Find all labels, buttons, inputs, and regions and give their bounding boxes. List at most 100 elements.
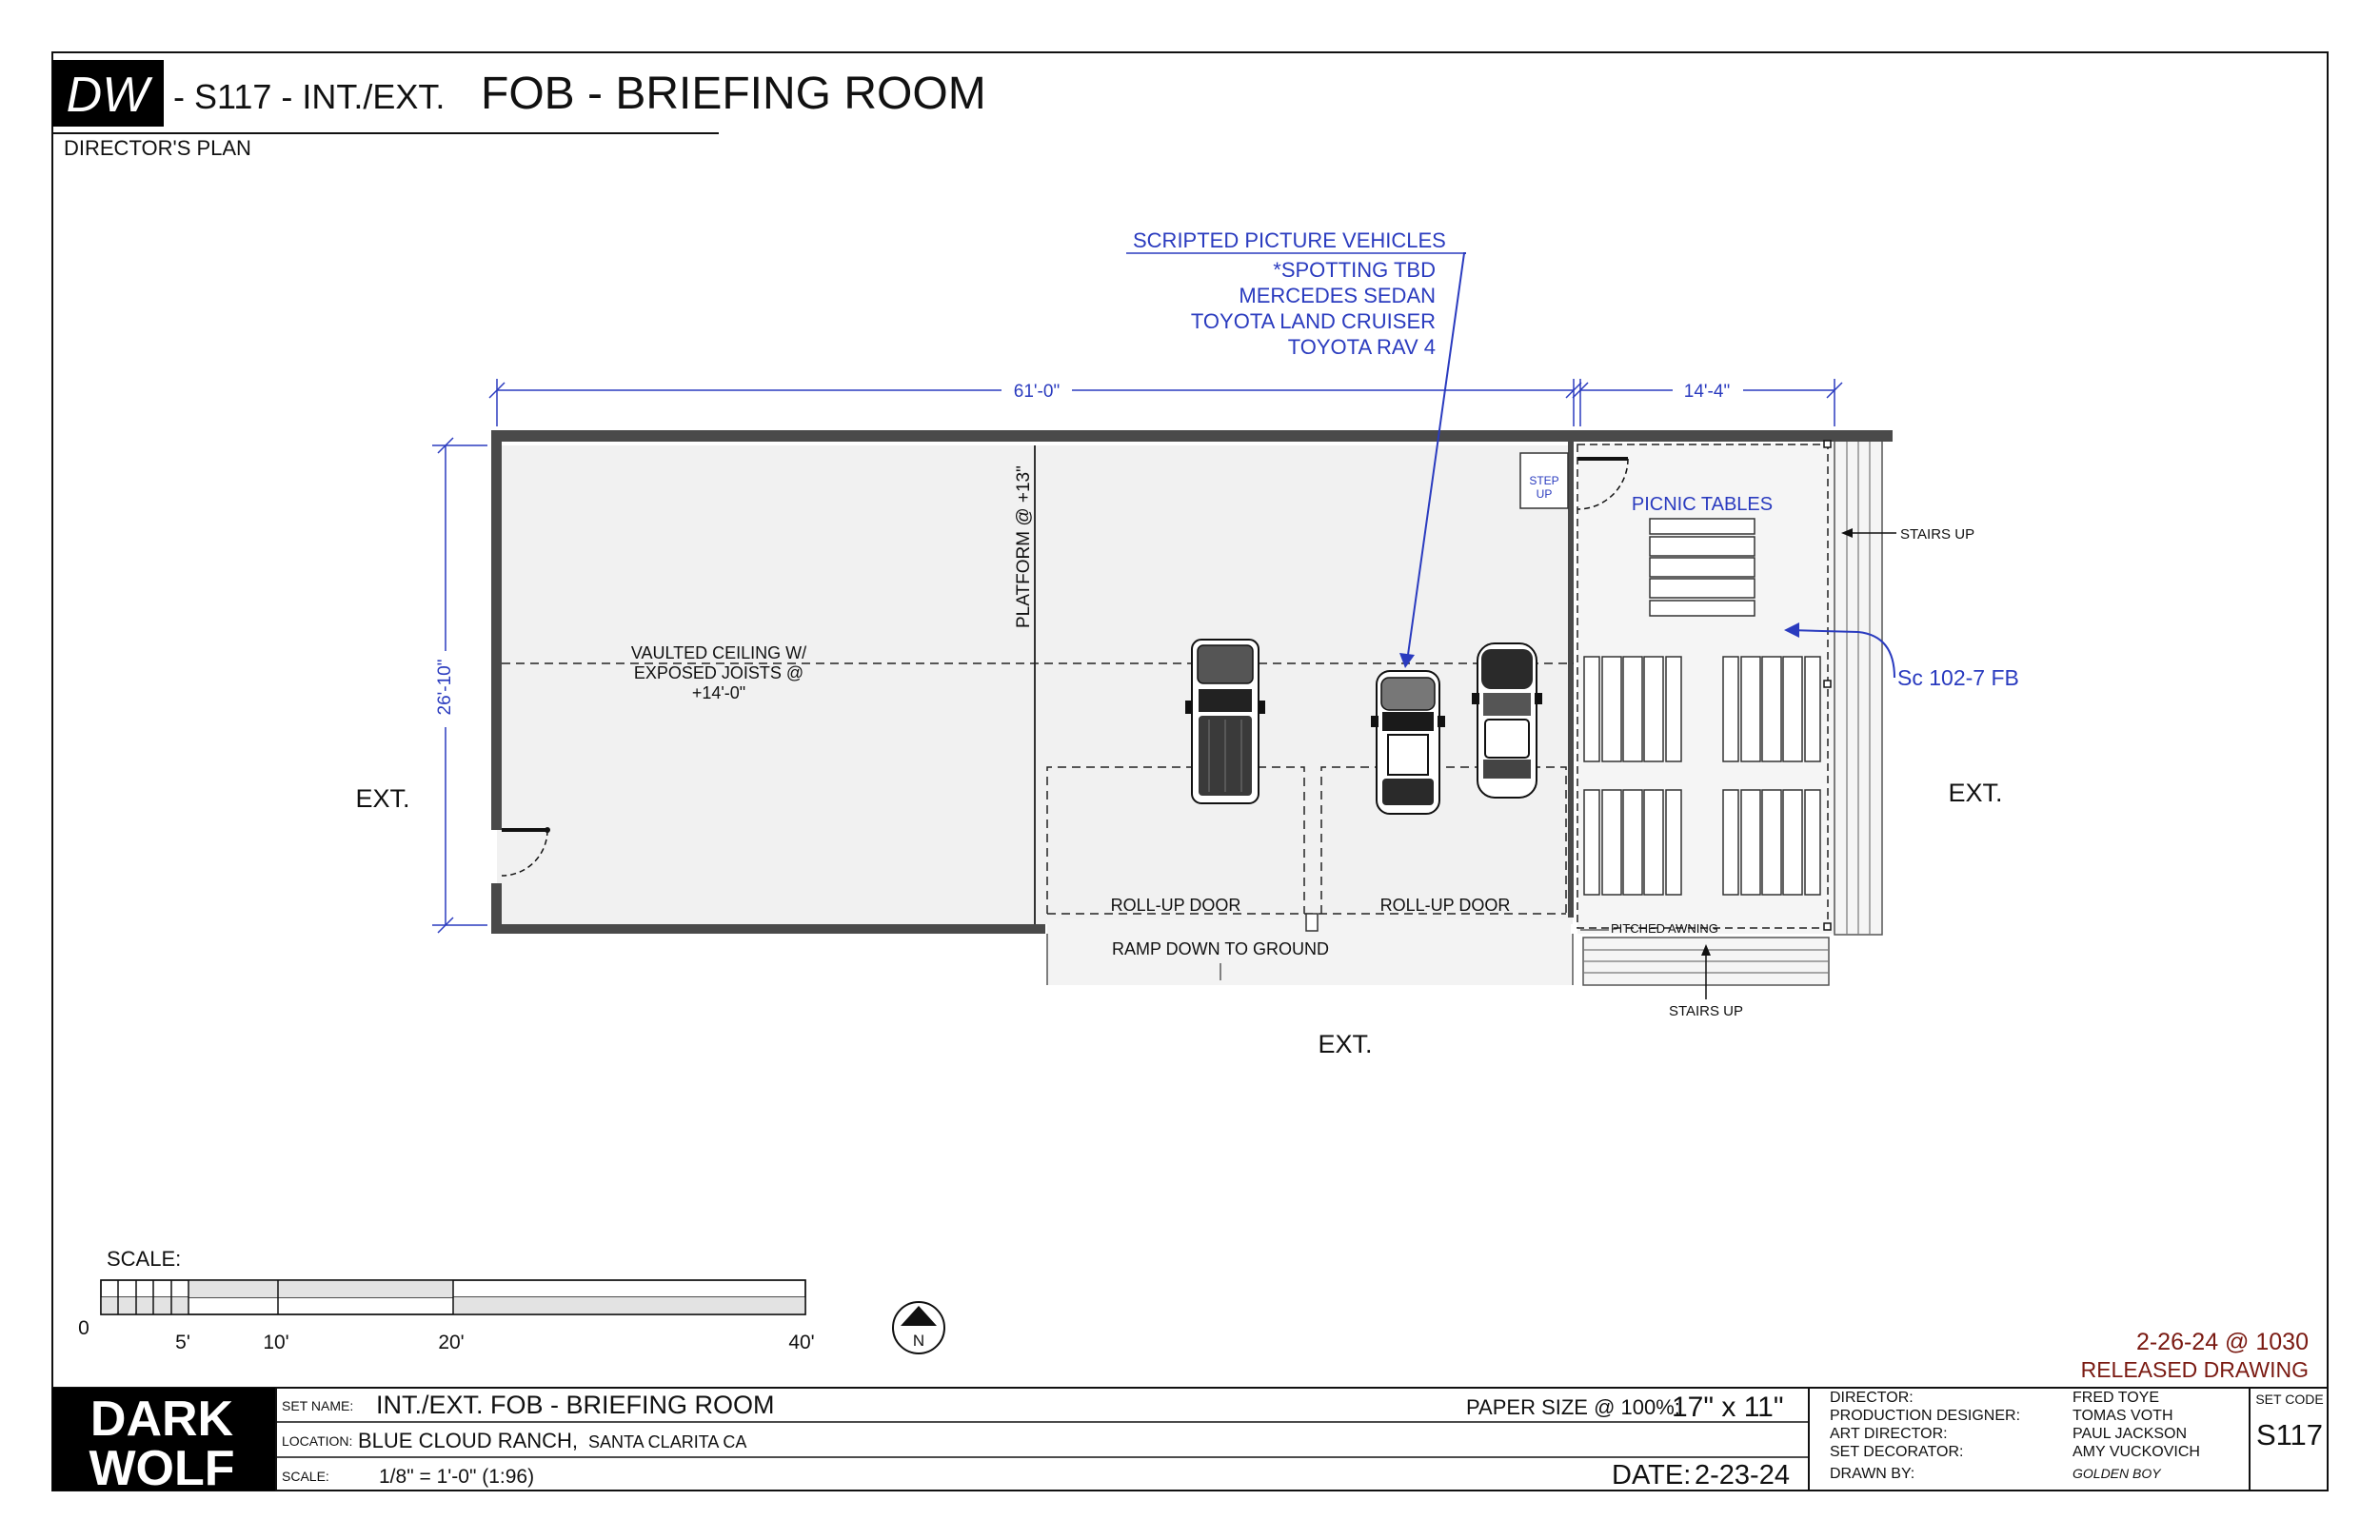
step-up-line-2: UP [1537, 487, 1553, 501]
scene-reference: Sc 102-7 FB [1784, 622, 2019, 690]
scale-bar-label: SCALE: [107, 1247, 181, 1271]
dw-badge-text: DW [67, 68, 154, 123]
picnic-table-4 [1722, 789, 1821, 896]
header: DW - S117 - INT./EXT. FOB - BRIEFING ROO… [52, 60, 986, 160]
west-wall-upper [491, 430, 502, 830]
ext-west-label: EXT. [355, 784, 409, 813]
scene-ref-leader [1789, 629, 1895, 679]
role-production-designer: PRODUCTION DESIGNER: [1830, 1408, 2020, 1424]
name-set-decorator: AMY VUCKOVICH [2073, 1444, 2200, 1460]
vehicles-heading: SCRIPTED PICTURE VEHICLES [1133, 228, 1446, 252]
vehicle-note-4: TOYOTA RAV 4 [1288, 335, 1436, 359]
vehicle-note-3: TOYOTA LAND CRUISER [1191, 309, 1436, 333]
patio-door [1577, 457, 1629, 510]
set-code-value: S117 [2256, 1418, 2323, 1451]
vehicle-note-1: *SPOTTING TBD [1273, 258, 1436, 282]
name-production-designer: TOMAS VOTH [2073, 1408, 2173, 1424]
role-director: DIRECTOR: [1830, 1390, 1914, 1406]
dim-14-bg [1673, 379, 1743, 402]
scale-tick-5: 5' [175, 1332, 190, 1353]
title-block: DARK WOLF SET NAME: INT./EXT. FOB - BRIE… [52, 1387, 2328, 1496]
rollup-door-2-label: ROLL-UP DOOR [1380, 896, 1511, 915]
set-name-label: SET NAME: [282, 1398, 353, 1413]
picnic-table-2 [1722, 656, 1821, 762]
door-post [1305, 913, 1319, 932]
logo-line-1: DARK [90, 1392, 234, 1447]
picnic-table-1 [1583, 656, 1682, 762]
role-set-decorator: SET DECORATOR: [1830, 1444, 1963, 1460]
dim-26-label: 26'-10" [435, 660, 455, 716]
role-art-director: ART DIRECTOR: [1830, 1426, 1948, 1442]
location-value: BLUE CLOUD RANCH, [358, 1429, 578, 1452]
title-prefix: - S117 - INT./EXT. [173, 77, 445, 116]
rollup-door-1-label: ROLL-UP DOOR [1111, 896, 1241, 915]
scale-tick-20: 20' [438, 1332, 464, 1353]
scale-bar: SCALE: 0 5' 10' 20' 40' [78, 1247, 815, 1353]
callout-leader [1406, 252, 1466, 662]
stairs-up-south-label: STAIRS UP [1669, 1003, 1743, 1019]
scene-ref-label: Sc 102-7 FB [1897, 665, 2019, 690]
name-art-director: PAUL JACKSON [2073, 1426, 2187, 1442]
south-wall [491, 924, 1045, 934]
release-status: RELEASED DRAWING [2081, 1357, 2309, 1382]
north-wall [491, 430, 1893, 442]
platform-label: PLATFORM @ +13" [1014, 465, 1034, 628]
title-main: FOB - BRIEFING ROOM [481, 69, 986, 119]
awning-post-e [1823, 680, 1832, 688]
west-wall-lower [491, 883, 502, 934]
awning-post-ne [1823, 440, 1832, 448]
role-drawn-by: DRAWN BY: [1830, 1466, 1914, 1482]
ext-south-label: EXT. [1318, 1030, 1372, 1058]
paper-size-value: 17" x 11" [1672, 1392, 1783, 1423]
release-stamp: 2-26-24 @ 1030 [2136, 1329, 2309, 1355]
scene-ref-arrowhead [1784, 622, 1799, 638]
vaulted-line-3: +14'-0" [692, 683, 745, 702]
vehicle-rav4 [1371, 670, 1445, 815]
vaulted-line-1: VAULTED CEILING W/ [631, 643, 806, 662]
step-up-box [1519, 452, 1569, 509]
location-city: SANTA CLARITA CA [588, 1432, 746, 1451]
step-up-line-1: STEP [1529, 474, 1558, 487]
dim-61-bg [1002, 379, 1072, 402]
dim-26-bg [434, 651, 457, 727]
pitched-awning-outline [1577, 444, 1829, 929]
east-stair-treads [1846, 440, 1871, 935]
sheet-border [51, 51, 2329, 1491]
logo-panel [52, 1388, 276, 1491]
scale-label: SCALE: [282, 1469, 329, 1484]
scale-value: 1/8" = 1'-0" (1:96) [379, 1466, 534, 1488]
vehicle-note-2: MERCEDES SEDAN [1239, 284, 1436, 307]
picnic-table-3 [1583, 789, 1682, 896]
north-label: N [913, 1332, 924, 1350]
scale-tick-10: 10' [263, 1332, 288, 1353]
callout-arrowhead [1399, 653, 1415, 668]
location-label: LOCATION: [282, 1433, 352, 1449]
logo-line-2: WOLF [89, 1441, 234, 1496]
picnic-table-north [1649, 518, 1755, 617]
picnic-tables-label: PICNIC TABLES [1632, 494, 1773, 515]
date-label: DATE: [1612, 1460, 1691, 1491]
vaulted-line-2: EXPOSED JOISTS @ [634, 663, 803, 682]
north-arrow-icon: N [892, 1301, 945, 1354]
awning-post-se [1823, 922, 1832, 931]
stairs-up-east-arrowhead [1841, 528, 1853, 538]
name-director: FRED TOYE [2073, 1390, 2159, 1406]
scale-tick-40: 40' [788, 1332, 814, 1353]
vehicle-land-cruiser [1185, 639, 1265, 804]
set-name-value: INT./EXT. FOB - BRIEFING ROOM [376, 1391, 775, 1419]
picnic-tables [1583, 518, 1821, 896]
dim-14-label: 14'-4" [1684, 382, 1730, 402]
dw-badge [52, 60, 164, 127]
subtitle: DIRECTOR'S PLAN [64, 136, 251, 160]
vaulted-ceiling-label: VAULTED CEILING W/ EXPOSED JOISTS @ +14'… [631, 643, 806, 702]
stairs-up-east-label: STAIRS UP [1900, 526, 1974, 543]
set-code-label: SET CODE [2255, 1392, 2323, 1407]
date-value: 2-23-24 [1695, 1460, 1790, 1491]
ext-east-label: EXT. [1948, 779, 2002, 807]
dim-61-label: 61'-0" [1014, 382, 1060, 402]
name-drawn-by: GOLDEN BOY [2073, 1466, 2162, 1481]
west-door [501, 827, 550, 877]
vehicle-mercedes [1472, 642, 1542, 799]
interior-partition [1568, 442, 1574, 918]
